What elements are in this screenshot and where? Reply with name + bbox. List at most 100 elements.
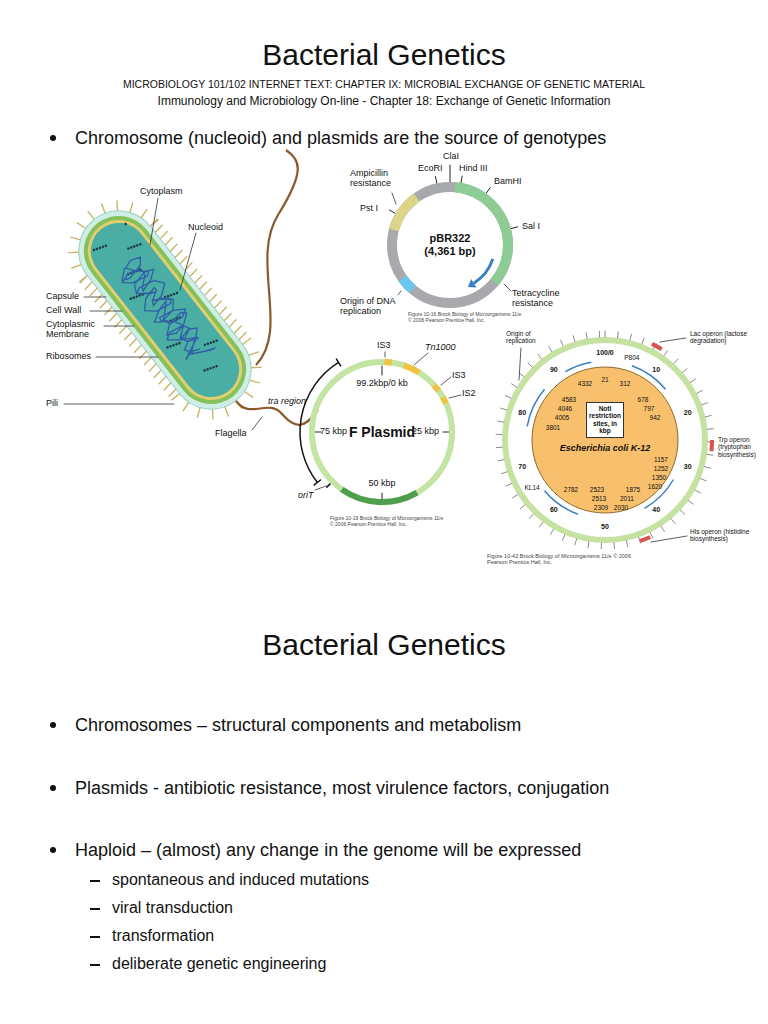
- membrane-layer: [75, 207, 254, 412]
- site-position: 1157: [654, 456, 668, 463]
- site-position: 1620: [648, 483, 662, 490]
- slide-title: Bacterial Genetics: [262, 38, 505, 73]
- gene-label: Origin of DNA replication: [340, 296, 406, 317]
- gene-tick: [650, 533, 653, 538]
- pilus: [164, 238, 173, 245]
- site-position: 2782: [564, 486, 578, 493]
- ribosome-dot: [104, 244, 108, 248]
- node-label: NotI restriction sites, in kbp: [589, 405, 621, 435]
- ribosome-dot: [203, 369, 207, 373]
- gene-tick: [704, 467, 710, 469]
- gene-tick: [626, 541, 627, 547]
- site-position: 2030: [614, 504, 628, 511]
- restriction-site-tick: [435, 177, 436, 184]
- plasmid-ring: [392, 187, 508, 303]
- pilus: [126, 203, 136, 213]
- ribosome-dot: [212, 365, 216, 369]
- site-position: 678: [638, 396, 649, 403]
- gene-tick: [613, 543, 615, 549]
- part-label: Cytoplasmic Membrane: [46, 319, 108, 340]
- site-position: 4583: [562, 396, 576, 403]
- site-position: 3801: [546, 424, 560, 431]
- gene-tick: [605, 331, 606, 337]
- scale-label: 25 kbp: [412, 426, 439, 436]
- gene-tick: [707, 454, 713, 456]
- leader-line: [96, 357, 158, 358]
- ribosome-dot: [172, 292, 176, 296]
- pilus: [169, 244, 178, 251]
- pilus: [139, 351, 148, 358]
- box-outline: [587, 403, 624, 438]
- replication-arrowhead: [468, 279, 477, 288]
- ribosome-dot: [215, 364, 219, 368]
- site-position: 797: [644, 405, 655, 412]
- scale-tick: [443, 432, 449, 433]
- region-label: tra region: [268, 396, 310, 406]
- node-label: pBR322 (4,361 bp): [417, 232, 483, 257]
- nucleoid-dna: [115, 252, 216, 368]
- pilus: [199, 282, 208, 289]
- leader-line: [315, 486, 326, 490]
- bullet-dot: [50, 785, 56, 791]
- map-minute: 90: [550, 366, 558, 374]
- part-label: Capsule: [46, 291, 79, 301]
- slide-title: Bacterial Genetics: [262, 628, 505, 663]
- element-label: oriT: [298, 490, 314, 500]
- pilus: [89, 288, 98, 295]
- gene-tick: [561, 340, 563, 345]
- restriction-site-tick: [461, 176, 462, 183]
- map-minute: 70: [518, 463, 526, 471]
- site-position: 312: [620, 380, 631, 387]
- gene-tick: [496, 447, 502, 448]
- gene-tick: [630, 334, 631, 340]
- operon-mark: [652, 344, 662, 349]
- ribosome-dot: [101, 245, 105, 249]
- site-position: 2309: [594, 504, 608, 511]
- restriction-site-tick: [511, 227, 518, 229]
- gene-tick: [695, 490, 700, 493]
- gene-tick: [506, 484, 511, 487]
- ribosome-dot: [127, 247, 131, 251]
- gene-tick: [562, 535, 564, 541]
- bullet-dash: [90, 908, 100, 910]
- pilus: [168, 389, 177, 396]
- gene-tick: [538, 354, 542, 359]
- scale-label: 50 kbp: [368, 478, 395, 488]
- restriction-site-tick: [450, 165, 451, 182]
- leader-line: [90, 311, 122, 312]
- map-minute: 10: [652, 366, 660, 374]
- gene-segment: [384, 359, 391, 366]
- pilus: [184, 263, 193, 270]
- pilus: [204, 288, 213, 295]
- pilus: [79, 276, 87, 282]
- plasmid-ring: [312, 362, 452, 502]
- hfr-marker: P804: [624, 354, 639, 361]
- pilus: [222, 407, 230, 416]
- leader-line: [504, 284, 511, 291]
- part-label: Cell Wall: [46, 305, 81, 315]
- gene-tick: [586, 333, 587, 339]
- gene-label: Tetracycline resistance: [512, 288, 584, 309]
- gene-tick: [496, 434, 502, 435]
- ribosome-dot: [95, 247, 99, 251]
- pilus: [194, 276, 203, 283]
- gene-tick: [505, 396, 510, 398]
- gene-segment: [402, 278, 412, 289]
- hfr-marker: KL14: [524, 484, 539, 491]
- pilus: [179, 257, 188, 264]
- gene-tick: [501, 408, 507, 410]
- leader-line: [651, 536, 687, 542]
- ribosome-dot: [209, 341, 213, 345]
- map-minute: 40: [652, 506, 660, 514]
- ribosome-dot: [130, 246, 134, 250]
- element-label: IS2: [462, 388, 476, 398]
- gene-tick: [587, 542, 589, 548]
- pilus: [154, 225, 163, 232]
- site-position: 4046: [558, 405, 572, 412]
- scale-label: 99.2kbp/0 kb: [356, 378, 408, 388]
- ribosome-dot: [178, 341, 182, 345]
- site-position: 1350: [652, 474, 666, 481]
- leader-line: [519, 348, 521, 380]
- pilus: [79, 276, 88, 283]
- plasmid-map: pBR322 (4,361 bp): [380, 175, 520, 315]
